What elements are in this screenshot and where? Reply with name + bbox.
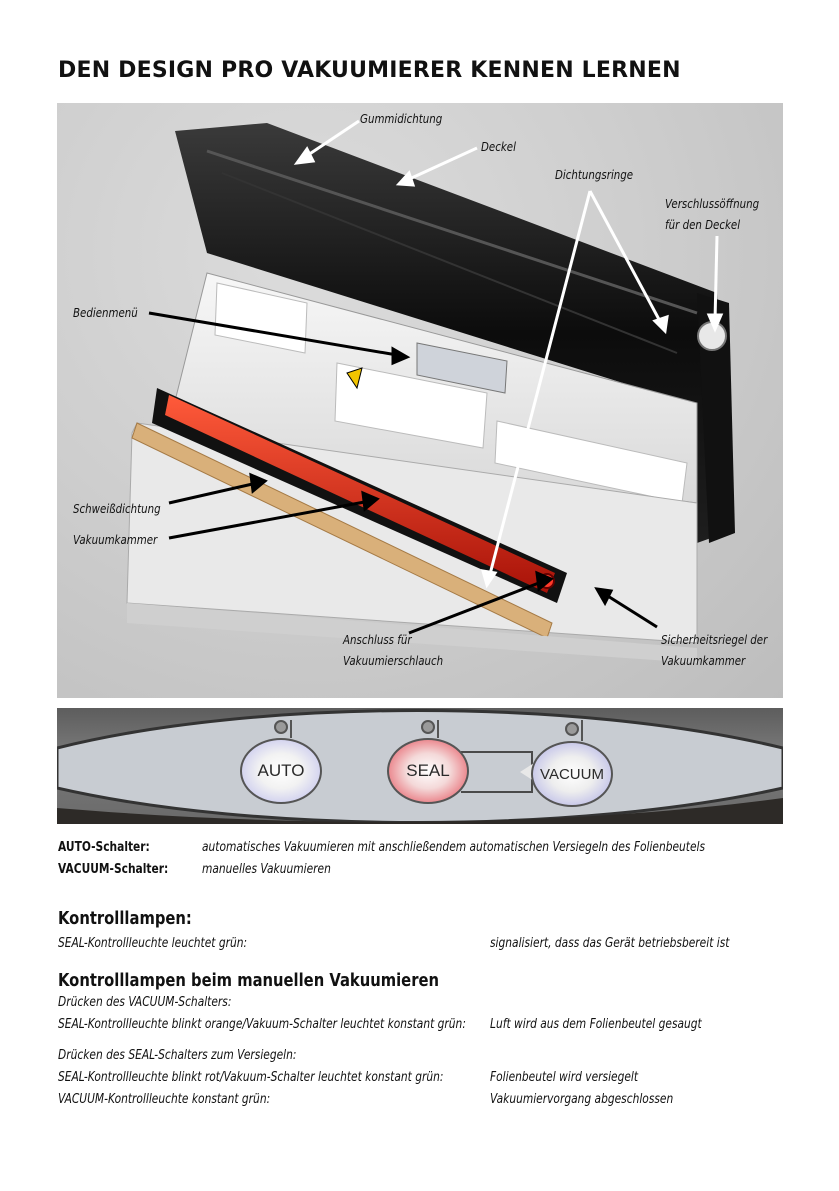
control-panel-photo: AUTO SEAL VACUUM [57,708,783,824]
manuell-row1-right: Luft wird aus dem Folienbeutel gesaugt [490,1017,702,1032]
callout-verschluss-line1: Verschlussöffnung [665,196,760,211]
product-photo: Gummidichtung Deckel Dichtungsringe Vers… [57,103,783,698]
callout-gummidichtung: Gummidichtung [360,111,443,126]
seal-button-loop [421,720,435,734]
vacuum-sealer-illustration [126,119,735,663]
manuell-seal-press: Drücken des SEAL-Schalters zum Versiegel… [58,1048,297,1063]
callout-schweissdichtung: Schweißdichtung [73,501,161,516]
auto-button-loop [274,720,288,734]
vacuum-switch-description: manuelles Vakuumieren [202,862,331,877]
auto-switch-description: automatisches Vakuumieren mit anschließe… [202,840,706,855]
manuell-heading: Kontrolllampen beim manuellen Vakuumiere… [58,970,439,991]
callout-anschluss-line1: Anschluss für [343,632,412,647]
vacuum-button[interactable]: VACUUM [531,741,613,807]
kontroll-row-right: signalisiert, dass das Gerät betriebsber… [490,936,730,951]
auto-button[interactable]: AUTO [240,738,322,804]
manuell-row2-left: SEAL-Kontrollleuchte blinkt rot/Vakuum-S… [58,1070,444,1085]
vacuum-button-loop [565,722,579,736]
callout-bedienmenue: Bedienmenü [73,305,138,320]
triangle-left-icon [520,763,534,781]
kontroll-row-left: SEAL-Kontrollleuchte leuchtet grün: [58,936,248,951]
auto-switch-label: AUTO-Schalter: [58,840,150,855]
manuell-vacuum-press: Drücken des VACUUM-Schalters: [58,995,232,1010]
manuell-row1-left: SEAL-Kontrollleuchte blinkt orange/Vakuu… [58,1017,466,1032]
page-title: DEN DESIGN PRO VAKUUMIERER KENNEN LERNEN [58,58,681,83]
callout-dichtungsringe: Dichtungsringe [555,167,634,182]
callout-sicherheit-line2: Vakuumkammer [661,653,746,668]
manuell-row3-right: Vakuumiervorgang abgeschlossen [490,1092,674,1107]
kontrolllampen-heading: Kontrolllampen: [58,908,192,929]
callout-anschluss-line2: Vakuumierschlauch [343,653,444,668]
manuell-row3-left: VACUUM-Kontrollleuchte konstant grün: [58,1092,271,1107]
callout-deckel: Deckel [481,139,516,154]
callout-verschluss-line2: für den Deckel [665,217,741,232]
seal-button[interactable]: SEAL [387,738,469,804]
vacuum-switch-label: VACUUM-Schalter: [58,862,169,877]
manuell-row2-right: Folienbeutel wird versiegelt [490,1070,639,1085]
callout-sicherheit-line1: Sicherheitsriegel der [661,632,768,647]
callout-vakuumkammer: Vakuumkammer [73,532,158,547]
